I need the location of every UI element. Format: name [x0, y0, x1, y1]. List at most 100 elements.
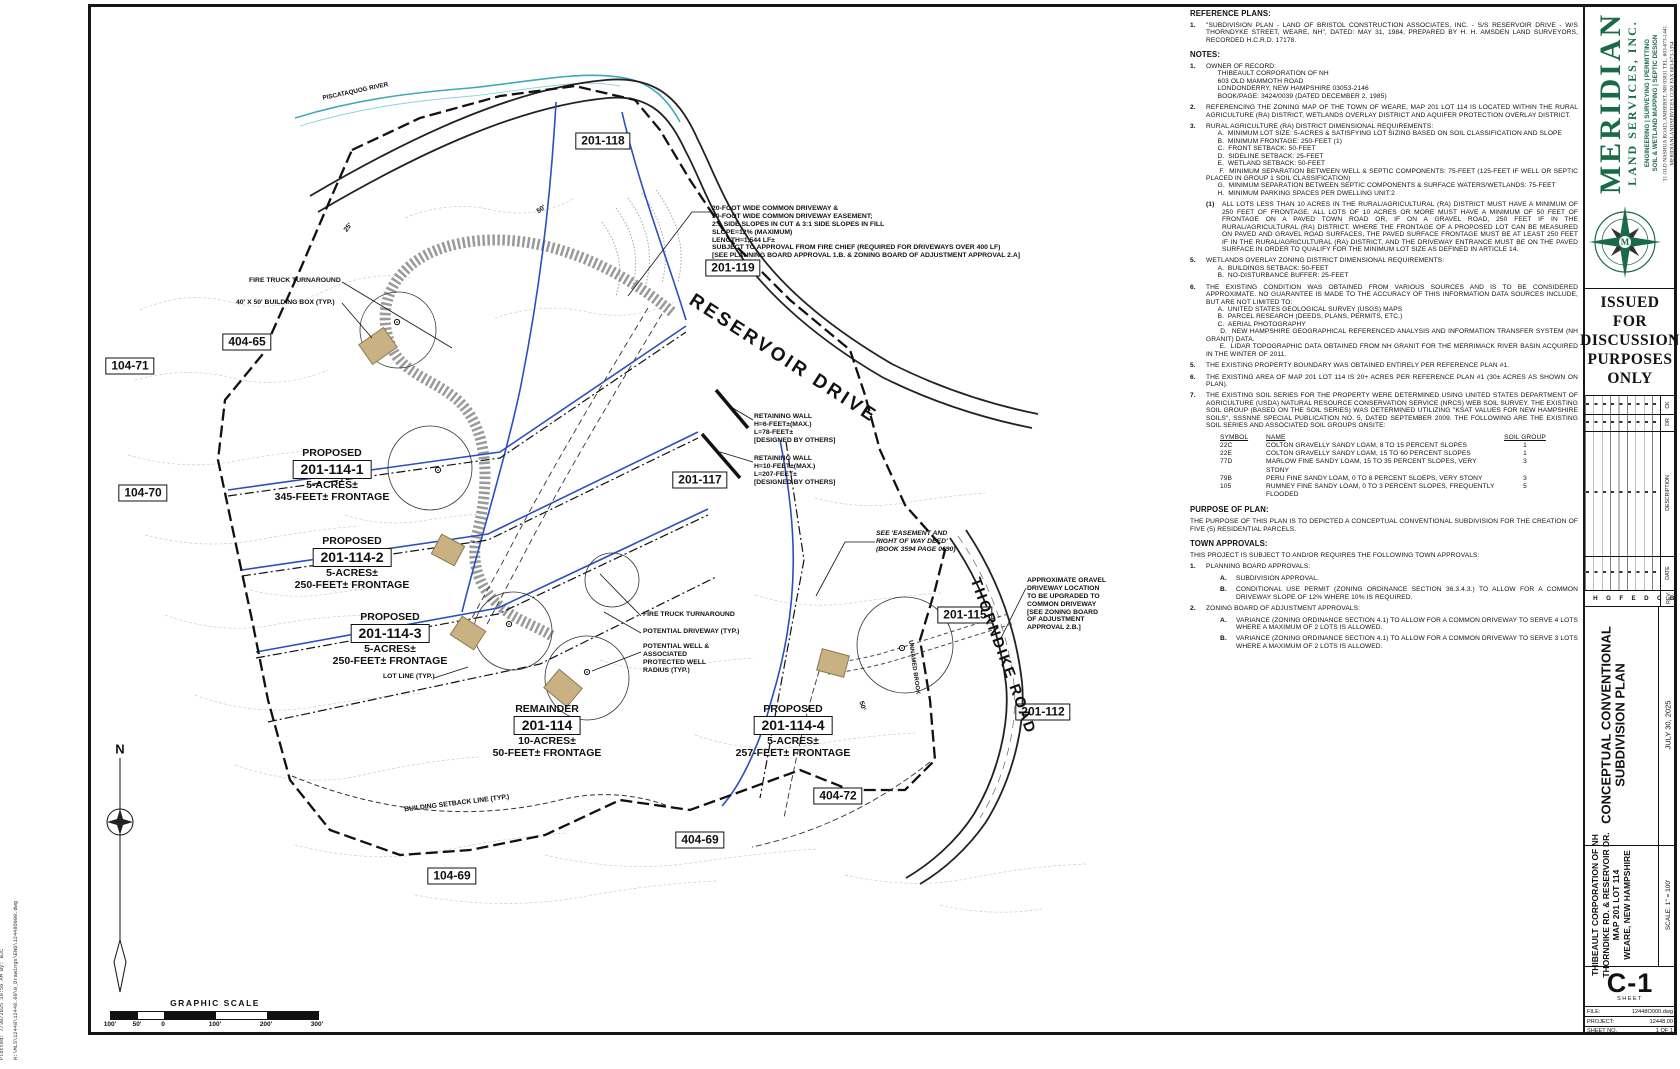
- tb-line: [1583, 288, 1677, 289]
- tb-line: [1583, 606, 1677, 607]
- company-address: 31 OLD NASHUA ROAD, AMHERST, NH 03031 TE…: [1662, 25, 1668, 182]
- lot-area: 5-ACRES±: [326, 567, 378, 579]
- lot-id: 201-114-3: [350, 624, 430, 643]
- town-text: VARIANCE (ZONING ORDINANCE SECTION 4.1) …: [1236, 616, 1580, 631]
- easement-deed-note: SEE 'EASEMENT AND RIGHT OF WAY DEED' (BO…: [876, 530, 956, 553]
- soil-group: 1: [1523, 441, 1527, 449]
- property-boundary: [216, 84, 947, 857]
- common-driveway-note: 20-FOOT WIDE COMMON DRIVEWAY & 30-FOOT W…: [712, 205, 1021, 260]
- soil-name: COLTON GRAVELLY SANDY LOAM, 8 TO 15 PERC…: [1266, 441, 1468, 449]
- soil-name: PERU FINE SANDY LOAM, 0 TO 8 PERCENT SLO…: [1266, 474, 1483, 482]
- file-label: FILE:: [1587, 1008, 1601, 1015]
- soil-header-symbol: SYMBOL: [1220, 433, 1249, 441]
- rev-band-line: [1583, 414, 1677, 415]
- note-num: 6.: [1190, 283, 1196, 291]
- town-text: SUBDIVISION APPROVAL.: [1236, 574, 1319, 582]
- potential-driveway-note: POTENTIAL DRIVEWAY (TYP.): [643, 628, 740, 635]
- lot-label-remainder-201-114: REMAINDER 201-114 10-ACRES± 50-FEET± FRO…: [493, 703, 602, 759]
- notes-column: REFERENCE PLANS: 1. "SUBDIVISION PLAN - …: [1190, 9, 1580, 654]
- revision-table: I H G F E D C B A: [1583, 395, 1677, 606]
- project-value: 12448.00: [1649, 1018, 1673, 1025]
- potential-well-note: POTENTIAL WELL & ASSOCIATED PROTECTED WE…: [643, 643, 710, 674]
- ref-num: 1.: [1190, 21, 1196, 29]
- lot-area: 5-ACRES±: [767, 735, 819, 747]
- tb-line: [1583, 966, 1677, 967]
- soil-name: COLTON GRAVELLY SANDY LOAM, 15 TO 60 PER…: [1266, 450, 1471, 458]
- town-subitem: A.SUBDIVISION APPROVAL.: [1190, 575, 1578, 582]
- scale-tick-0: 100': [103, 1021, 117, 1028]
- plot-stamp-line2: H:\MLS\12448\12448.00\0_Drawings\ENG\124…: [12, 901, 19, 1060]
- sheet-number-box: C-1 SHEET: [1583, 966, 1677, 1006]
- soil-name: MARLOW FINE SANDY LOAM, 15 TO 35 PERCENT…: [1266, 458, 1477, 474]
- north-arrow: [106, 758, 134, 993]
- rev-band-line: [1583, 431, 1677, 432]
- compass-rose-logo: M: [1589, 206, 1661, 278]
- soil-table-header: SYMBOL NAME SOIL GROUP: [1220, 434, 1550, 442]
- soil-name: RUMNEY FINE SANDY LOAM, 0 TO 3 PERCENT S…: [1266, 483, 1495, 499]
- soil-symbol: 79B: [1220, 474, 1233, 482]
- sheet-no-row: SHEET NO. 1 OF 1: [1583, 1026, 1677, 1035]
- town-num: A.: [1220, 616, 1227, 624]
- lot-lines: [227, 331, 805, 799]
- town-intro-text: THIS PROJECT IS SUBJECT TO AND/OR REQUIR…: [1190, 551, 1480, 559]
- driveway-easement-edges: [471, 307, 663, 627]
- scale-segment: [267, 1012, 318, 1019]
- rev-dashes: [1586, 421, 1658, 423]
- rev-col-date: DATE: [1665, 566, 1671, 580]
- parcel-label-404-69: 404-69: [675, 831, 725, 849]
- lot-label-201-114-4: PROPOSED 201-114-4 5-ACRES± 257-FEET± FR…: [736, 703, 851, 759]
- scale-tick-1: 50': [132, 1021, 142, 1028]
- reference-plan-item: 1. "SUBDIVISION PLAN - LAND OF BRISTOL C…: [1190, 22, 1578, 44]
- sheet-number: C-1: [1606, 968, 1654, 998]
- note-item: 3.RURAL AGRICULTURE (RA) DISTRICT DIMENS…: [1190, 123, 1578, 197]
- lot-status: PROPOSED: [763, 703, 823, 715]
- town-text: VARIANCE (ZONING ORDINANCE SECTION 4.1) …: [1236, 635, 1580, 650]
- plot-stamp-line1: Plotted: 7/30/2025 10:56 AM By: BJC: [0, 948, 5, 1060]
- parcel-label-201-119: 201-119: [705, 259, 761, 277]
- north-label: N: [115, 741, 125, 757]
- soil-symbol: 105: [1220, 483, 1232, 490]
- rev-col-ck: CK: [1665, 401, 1671, 409]
- note-text: THE EXISTING SOIL SERIES FOR THE PROPERT…: [1206, 392, 1580, 430]
- sheet-no-label: SHEET NO.: [1587, 1028, 1618, 1034]
- lot-status: PROPOSED: [360, 611, 420, 623]
- reference-plans-heading: REFERENCE PLANS:: [1190, 9, 1271, 18]
- company-subtitle: LAND SERVICES, INC.: [1624, 20, 1639, 186]
- reservoir-drive-road: [309, 78, 1039, 429]
- note-text: THE EXISTING AREA OF MAP 201 LOT 114 IS …: [1206, 373, 1580, 388]
- building-box-note: 40' X 50' BUILDING BOX (TYP.): [236, 299, 335, 306]
- soil-table: SYMBOL NAME SOIL GROUP 22C COLTON GRAVELL…: [1220, 434, 1550, 500]
- lot-status: PROPOSED: [302, 447, 362, 459]
- file-row: FILE: 12448O000.dwg: [1583, 1006, 1677, 1016]
- scale-tick-2: 0: [161, 1021, 165, 1028]
- date-column-divider: [1658, 606, 1659, 845]
- rev-col-dr: DR: [1665, 418, 1671, 426]
- sheet-date: JULY 30, 2025: [1663, 700, 1672, 750]
- parcel-label-404-65: 404-65: [222, 333, 272, 351]
- lot-id: 201-114-2: [312, 548, 392, 567]
- thorndike-road: [905, 529, 1024, 885]
- building-setback-line: [291, 775, 669, 813]
- note-num: 2.: [1190, 104, 1196, 112]
- note-num: 5.: [1190, 257, 1196, 265]
- town-text: ZONING BOARD OF ADJUSTMENT APPROVALS:: [1206, 605, 1361, 613]
- soil-group: 1: [1523, 450, 1527, 458]
- soil-symbol: 22C: [1220, 441, 1233, 449]
- soil-header-group: SOIL GROUP: [1504, 433, 1546, 441]
- parcel-label-404-72: 404-72: [813, 787, 863, 805]
- note-item: 6.THE EXISTING AREA OF MAP 201 LOT 114 I…: [1190, 374, 1578, 389]
- parcel-label-201-115: 201-115: [937, 606, 993, 624]
- parcel-label-104-69: 104-69: [427, 867, 477, 885]
- parcel-label-104-70: 104-70: [118, 484, 168, 502]
- ref-text: "SUBDIVISION PLAN - LAND OF BRISTOL CONS…: [1206, 21, 1580, 44]
- lot-frontage: 250-FEET± FRONTAGE: [332, 654, 448, 667]
- building-boxes: [358, 326, 850, 708]
- note-text: ALL LOTS LESS THAN 10 ACRES IN THE RURAL…: [1222, 201, 1580, 253]
- lot-id: 201-114: [513, 716, 581, 735]
- company-name: MERIDIAN: [1594, 11, 1627, 195]
- lot-frontage: 345-FEET± FRONTAGE: [274, 490, 390, 503]
- note-footnote: (1)ALL LOTS LESS THAN 10 ACRES IN THE RU…: [1190, 201, 1578, 253]
